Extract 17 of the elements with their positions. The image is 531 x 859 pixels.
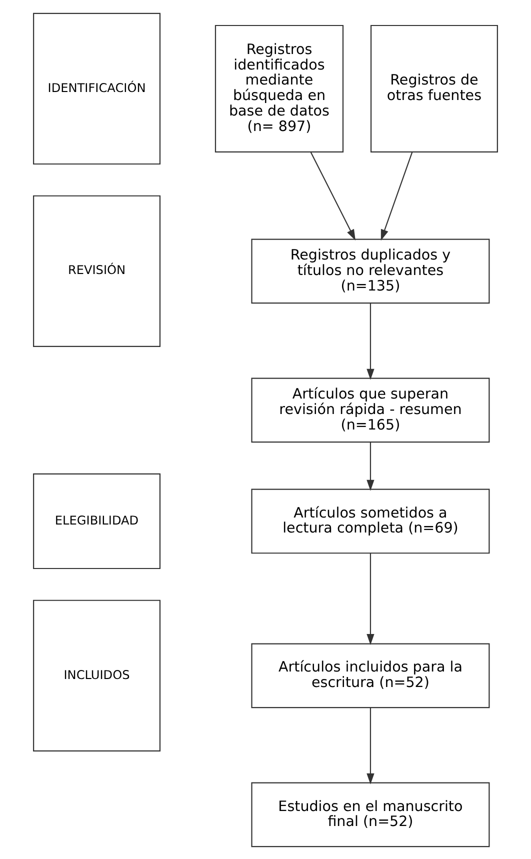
node-box: REVISIÓN — [33, 194, 161, 346]
arrow — [366, 552, 374, 644]
arrow — [380, 152, 413, 240]
node-box: Registros identificados mediante búsqueda en base de datos (n= 897) — [214, 24, 344, 152]
arrow — [366, 707, 374, 784]
node-box: Artículos incluidos para la escritura (n=52) — [251, 642, 490, 708]
node-box: INCLUIDOS — [33, 599, 161, 752]
node-box: IDENTIFICACIÓN — [33, 12, 161, 164]
arrow — [366, 302, 374, 380]
arrow — [310, 152, 356, 240]
node-box: Registros de otras fuentes — [370, 24, 498, 152]
node-box: ELEGIBILIDAD — [33, 472, 161, 569]
node-box: Estudios en el manuscrito final (n=52) — [251, 782, 490, 847]
node-box: Registros duplicados y títulos no relevantes (n=135) — [251, 238, 490, 304]
node-box: Artículos que superan revisión rápida - resumen (n=165) — [251, 377, 490, 442]
arrow — [366, 442, 374, 490]
node-box: Artículos sometidos a lectura completa (n=69) — [251, 488, 490, 554]
